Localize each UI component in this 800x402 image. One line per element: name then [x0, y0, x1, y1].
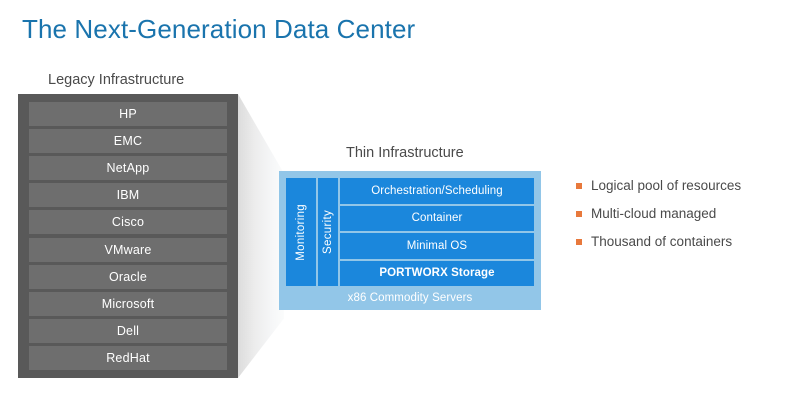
thin-infrastructure-panel: Monitoring Security Orchestration/Schedu… [279, 171, 541, 310]
security-column-label: Security [322, 210, 334, 254]
legacy-item-label: RedHat [106, 350, 150, 365]
bullet-label: Multi-cloud managed [591, 206, 717, 221]
funnel-connector-shape [238, 94, 284, 378]
stack-row-minimal-os: Minimal OS [340, 233, 534, 259]
list-item: IBM [29, 183, 227, 208]
square-bullet-icon [576, 183, 582, 189]
square-bullet-icon [576, 239, 582, 245]
legacy-item-label: EMC [113, 134, 143, 149]
legacy-item-label: VMware [104, 242, 152, 257]
list-item: Multi-cloud managed [576, 206, 791, 221]
list-item: NetApp [29, 156, 227, 181]
monitoring-column: Monitoring [286, 178, 316, 286]
stack-row-container: Container [340, 205, 534, 231]
legacy-infrastructure-box: HP EMC NetApp IBM Cisco VMware Oracle Mi… [18, 94, 238, 378]
list-item: Microsoft [29, 291, 227, 316]
stack-row-portworx-storage: PORTWORX Storage [340, 260, 534, 286]
list-item: Thousand of containers [576, 234, 791, 249]
commodity-servers-bar: x86 Commodity Servers [347, 292, 473, 304]
thin-infrastructure-caption: Thin Infrastructure [346, 145, 464, 161]
benefits-bullet-list: Logical pool of resources Multi-cloud ma… [576, 178, 791, 262]
monitoring-column-label: Monitoring [295, 203, 307, 261]
legacy-item-label: HP [119, 107, 137, 121]
list-item: Oracle [29, 264, 227, 289]
legacy-item-label: Cisco [111, 215, 145, 230]
legacy-infrastructure-caption: Legacy Infrastructure [48, 72, 185, 88]
bullet-label: Thousand of containers [591, 234, 733, 249]
list-item: Cisco [29, 210, 227, 235]
legacy-item-label: IBM [116, 188, 140, 203]
legacy-item-label: Microsoft [101, 296, 155, 311]
legacy-item-label: NetApp [106, 161, 150, 176]
bullet-label: Logical pool of resources [591, 178, 742, 193]
legacy-item-label: Oracle [108, 269, 148, 284]
stack-row-orchestration: Orchestration/Scheduling [340, 178, 534, 204]
list-item: Dell [29, 318, 227, 343]
list-item: EMC [29, 129, 227, 154]
page-title: The Next-Generation Data Center [22, 14, 416, 44]
list-item: Logical pool of resources [576, 178, 791, 193]
list-item: VMware [29, 237, 227, 262]
list-item: RedHat [29, 345, 227, 370]
thin-infrastructure-stack: Orchestration/Scheduling Container Minim… [340, 178, 534, 286]
thin-infrastructure-core: Monitoring Security Orchestration/Schedu… [286, 178, 534, 286]
legacy-item-label: Dell [116, 323, 140, 338]
security-column: Security [318, 178, 338, 286]
list-item: HP [29, 102, 227, 126]
square-bullet-icon [576, 211, 582, 217]
